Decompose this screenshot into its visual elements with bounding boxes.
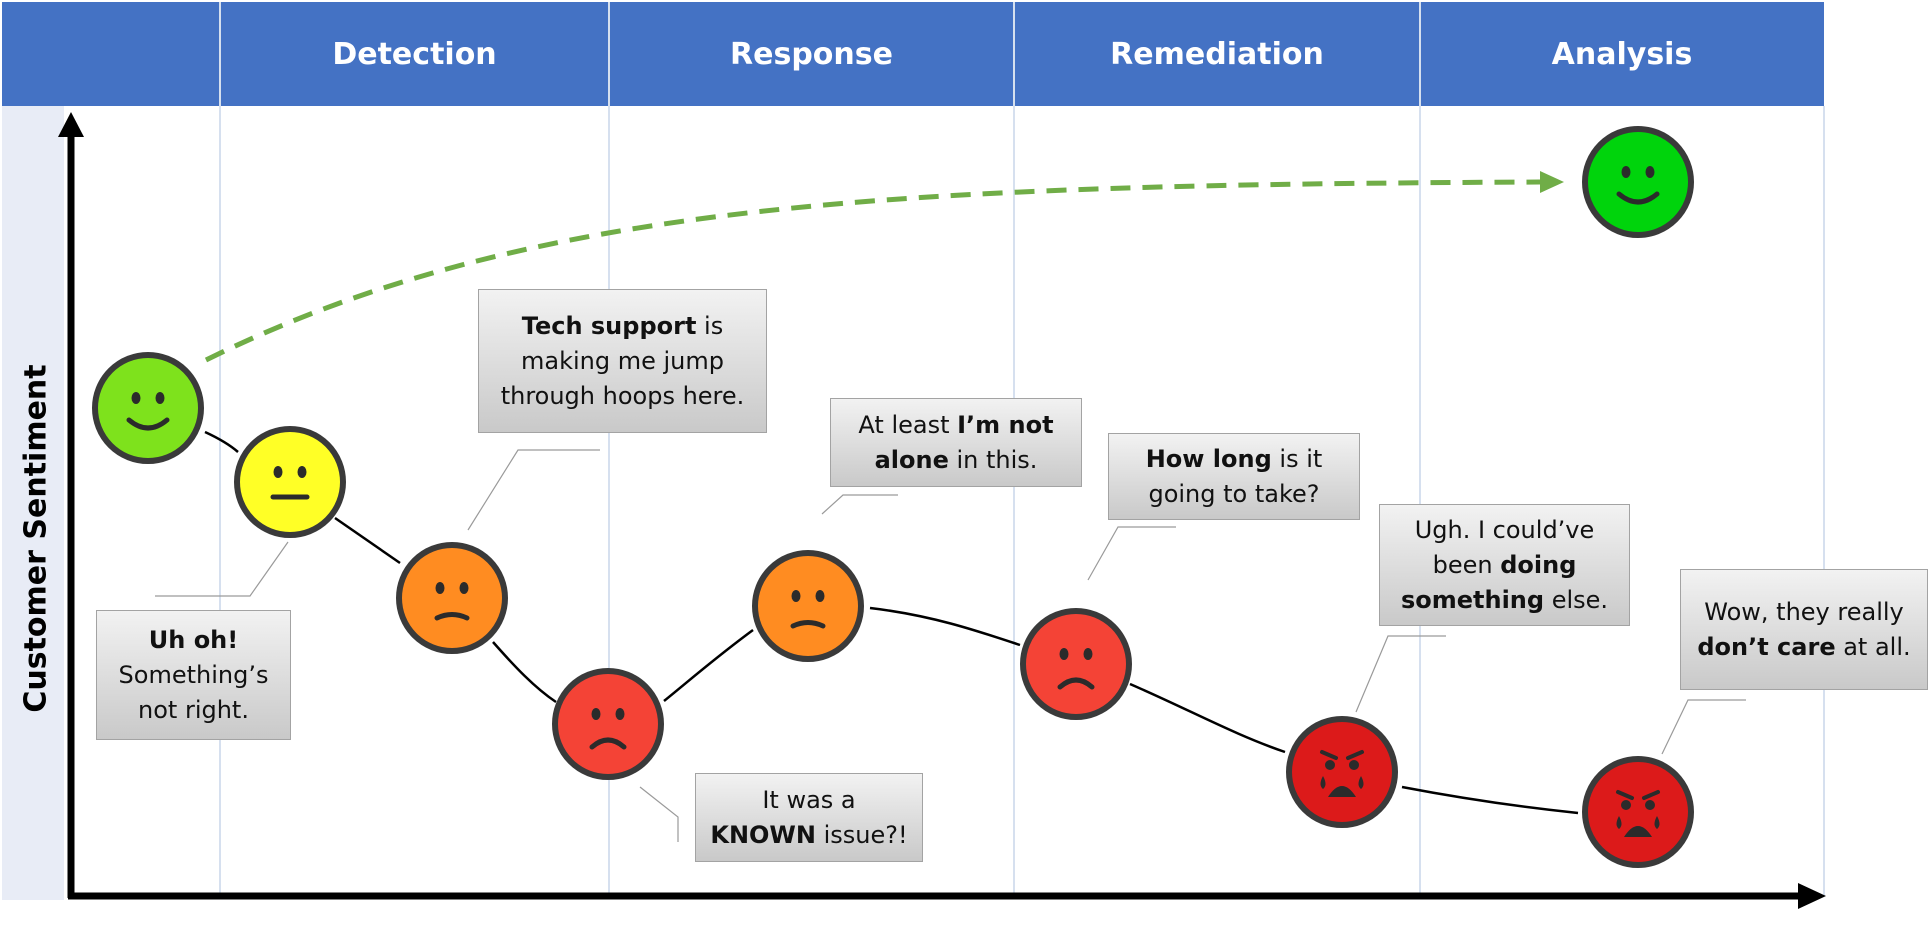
callout-line: KNOWN issue?! [710, 818, 907, 853]
callout-leader [1355, 635, 1446, 713]
callout-dont-care: Wow, they really don’t care at all. [1680, 569, 1928, 690]
y-axis-label: Customer Sentiment [18, 363, 54, 713]
callout-text: else. [1544, 585, 1609, 614]
crying-face-icon [1286, 716, 1398, 828]
callout-line: Tech support is [522, 309, 723, 344]
header-band [2, 2, 1824, 106]
phase-header-remediation: Remediation [1110, 36, 1324, 72]
callout-line: don’t care at all. [1697, 630, 1910, 665]
trend-arrow-path [204, 179, 1541, 363]
axis-label-band [2, 106, 64, 900]
callout-bold-text: KNOWN [710, 820, 816, 849]
callout-leader [639, 786, 679, 842]
callout-line: something else. [1401, 583, 1608, 618]
callout-line: not right. [138, 693, 249, 728]
callout-leader [821, 494, 898, 515]
happy-face-icon [1582, 126, 1694, 238]
callout-uh-oh: Uh oh! Something’s not right. [96, 610, 291, 740]
trend-arrow [204, 171, 1564, 363]
sentiment-segment [1401, 785, 1579, 815]
callout-text: in this. [948, 445, 1038, 474]
crying-face-icon [1582, 756, 1694, 868]
callout-bold-text: How long [1145, 444, 1272, 473]
callout-bold-text: don’t care [1697, 632, 1836, 661]
callout-line: alone in this. [875, 443, 1038, 478]
x-axis-arrowhead [1798, 883, 1826, 909]
callout-text: issue?! [816, 820, 908, 849]
callout-line: through hoops here. [501, 379, 745, 414]
callout-leader [467, 449, 600, 531]
callout-bold-text: I’m not [957, 410, 1054, 439]
sentiment-segment [492, 641, 557, 704]
callout-bold-text: something [1400, 585, 1545, 614]
callout-line: Something’s [119, 658, 269, 693]
sentiment-segment [663, 628, 754, 702]
callout-line: been doing [1433, 548, 1577, 583]
callout-line: At least I’m not [858, 408, 1053, 443]
faces-layer [92, 126, 1694, 868]
callout-line: Uh oh! [149, 623, 238, 658]
callout-bold-text: alone [874, 445, 949, 474]
callout-text: not right. [138, 695, 249, 724]
callout-leaders [155, 449, 1746, 842]
header-dividers [219, 2, 1421, 106]
callout-leader [155, 541, 289, 597]
neutral-face-icon [234, 426, 346, 538]
callout-line: How long is it [1146, 442, 1323, 477]
callout-text: been [1432, 550, 1501, 579]
sad-face-icon [1020, 608, 1132, 720]
sentiment-segment [869, 606, 1021, 647]
callout-bold-text: doing [1500, 550, 1577, 579]
happy-face-icon [92, 352, 204, 464]
callout-text: is [696, 311, 724, 340]
sentiment-segment [334, 516, 401, 565]
callout-bold-text: Tech support [521, 311, 697, 340]
y-axis-arrowhead [58, 112, 84, 137]
callout-text: Ugh. I could’ve [1414, 515, 1595, 544]
callout-text: It was a [762, 785, 856, 814]
callout-text: through hoops here. [500, 381, 745, 410]
slightly-sad-face-icon [396, 542, 508, 654]
phase-header-detection: Detection [332, 36, 497, 72]
callout-line: making me jump [521, 344, 724, 379]
callout-leader [1661, 699, 1746, 755]
phase-header-analysis: Analysis [1551, 36, 1693, 72]
callout-text: At least [858, 410, 958, 439]
callout-text: going to take? [1148, 479, 1320, 508]
callout-text: making me jump [521, 346, 724, 375]
callout-line: Wow, they really [1704, 595, 1903, 630]
sad-face-icon [552, 668, 664, 780]
callout-text: at all. [1835, 632, 1911, 661]
phase-header-response: Response [730, 36, 893, 72]
column-dividers [219, 106, 1825, 896]
axes [58, 112, 1826, 909]
callout-line: Ugh. I could’ve [1415, 513, 1595, 548]
slightly-sad-face-icon [752, 550, 864, 662]
trend-arrowhead [1540, 171, 1564, 193]
sentiment-path [204, 430, 1579, 815]
callout-text: is it [1271, 444, 1323, 473]
callout-text: Something’s [118, 660, 269, 689]
sentiment-segment [204, 430, 239, 453]
callout-line: It was a [762, 783, 855, 818]
callout-line: going to take? [1148, 477, 1319, 512]
callout-text: Wow, they really [1704, 597, 1904, 626]
callout-leader [1087, 526, 1176, 581]
callout-known-issue: It was a KNOWN issue?! [695, 773, 923, 862]
sentiment-segment [1129, 682, 1286, 754]
callout-bold-text: Uh oh! [148, 625, 239, 654]
